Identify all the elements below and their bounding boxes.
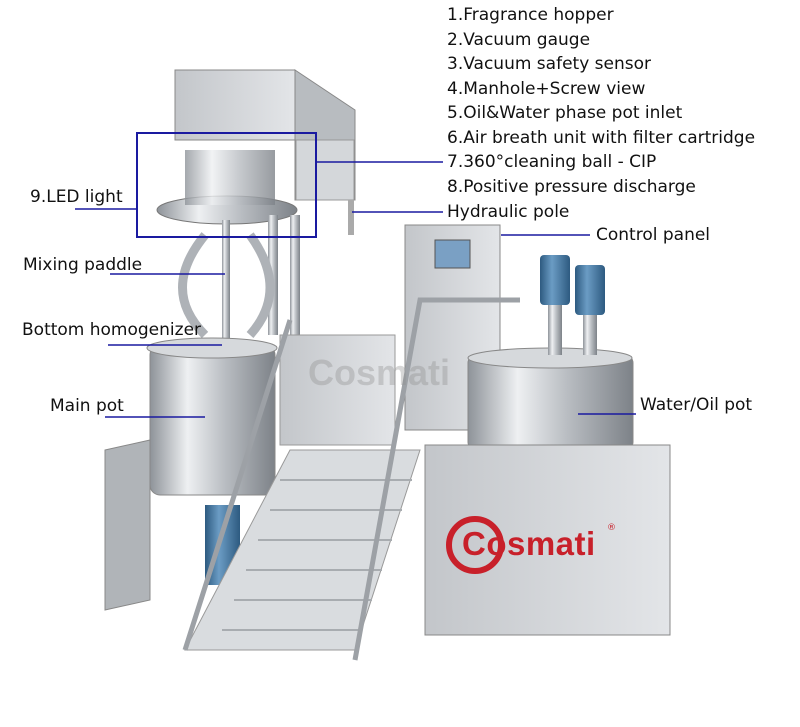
main-pot: [104, 337, 278, 611]
label-control-panel: Control panel: [596, 225, 711, 245]
spec-positive-pressure: 8.Positive pressure discharge: [447, 177, 696, 197]
label-bottom-homogenizer: Bottom homogenizer: [22, 320, 202, 340]
spec-hydraulic-pole: Hydraulic pole: [447, 202, 570, 222]
label-mixing-paddle: Mixing paddle: [23, 255, 143, 275]
touch-screen: [434, 239, 471, 269]
brand-logo: Cosmati: [462, 525, 596, 562]
spec-fragrance-hopper: 1.Fragrance hopper: [447, 5, 614, 25]
hydraulic-head: [174, 69, 356, 235]
spec-cleaning-ball: 7.360°cleaning ball - CIP: [447, 152, 657, 172]
logo-ring: [446, 516, 504, 574]
label-water-oil-pot: Water/Oil pot: [640, 395, 753, 415]
label-led-light: 9.LED light: [30, 187, 123, 207]
spec-phase-pot-inlet: 5.Oil&Water phase pot inlet: [447, 103, 683, 123]
water-oil-pot: [467, 255, 634, 451]
watermark: Cosmati: [308, 352, 451, 393]
mixing-paddle: [178, 220, 275, 340]
registered-mark: ®: [607, 523, 616, 533]
label-main-pot: Main pot: [50, 396, 124, 416]
spec-vacuum-safety-sensor: 3.Vacuum safety sensor: [447, 54, 651, 74]
spec-manhole: 4.Manhole+Screw view: [447, 79, 646, 99]
spec-air-breath-unit: 6.Air breath unit with filter cartridge: [447, 128, 756, 148]
water-oil-base: [424, 444, 671, 636]
highlight-box: [136, 132, 317, 238]
motor-1: [540, 255, 570, 305]
spec-vacuum-gauge: 2.Vacuum gauge: [447, 30, 591, 50]
staircase: [182, 297, 520, 661]
leader-lines: [75, 161, 636, 418]
motor-2: [575, 265, 605, 315]
